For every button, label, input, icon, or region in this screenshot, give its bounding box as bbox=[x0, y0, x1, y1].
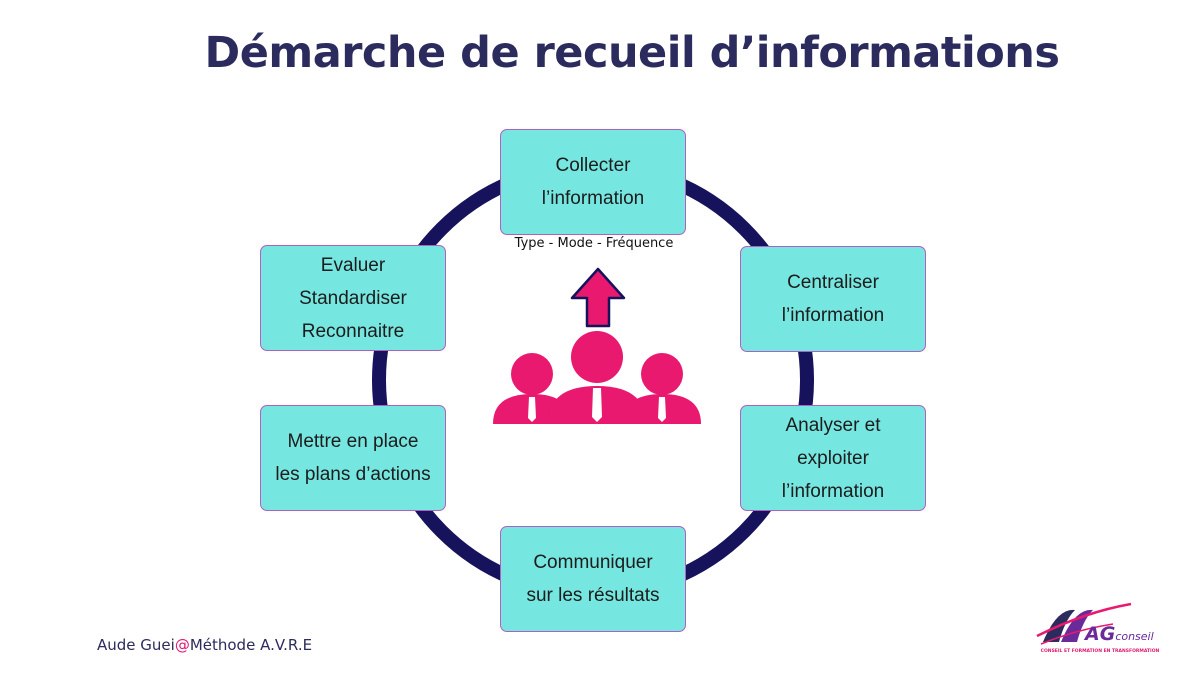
logo-wordmark: AGconseil bbox=[1085, 623, 1154, 645]
page-title: Démarche de recueil d’informations bbox=[204, 28, 1060, 78]
step-analyze: Analyser et exploiter l’information bbox=[740, 405, 926, 511]
step-line: Centraliser bbox=[787, 272, 879, 293]
step-line: les plans d’actions bbox=[275, 464, 431, 485]
step-action-plans: Mettre en place les plans d’actions bbox=[260, 405, 446, 511]
step-line: l’information bbox=[781, 305, 885, 326]
step-line: exploiter bbox=[797, 447, 869, 469]
step-line: sur les résultats bbox=[526, 585, 660, 606]
logo-tagline: CONSEIL ET FORMATION EN TRANSFORMATION bbox=[1040, 649, 1160, 654]
logo-ag: AG bbox=[1085, 623, 1116, 645]
logo-conseil: conseil bbox=[1115, 630, 1154, 643]
footer-at: @ bbox=[174, 636, 190, 654]
footer-author: Aude Guei bbox=[97, 636, 175, 654]
step-line: Mettre en place bbox=[287, 431, 419, 452]
step-line: Analyser et bbox=[785, 414, 881, 436]
step-collect: Collecter l’information bbox=[500, 129, 686, 235]
step-line: Standardiser bbox=[299, 287, 407, 309]
up-arrow-icon bbox=[570, 267, 626, 328]
step-communicate: Communiquer sur les résultats bbox=[500, 526, 686, 632]
step-line: Evaluer bbox=[320, 254, 386, 276]
footer-method: Méthode A.V.R.E bbox=[189, 636, 313, 654]
step-centralize: Centraliser l’information bbox=[740, 246, 926, 352]
collect-subtitle: Type - Mode - Fréquence bbox=[514, 236, 674, 251]
step-line: Reconnaitre bbox=[301, 320, 405, 342]
step-evaluate: Evaluer Standardiser Reconnaitre bbox=[260, 245, 446, 351]
step-line: Communiquer bbox=[533, 552, 653, 573]
footer-credit: Aude Guei@Méthode A.V.R.E bbox=[97, 636, 312, 654]
step-line: l’information bbox=[541, 188, 645, 209]
team-icon bbox=[493, 331, 701, 424]
ag-conseil-logo bbox=[1036, 602, 1132, 645]
step-line: l’information bbox=[781, 480, 885, 502]
step-line: Collecter bbox=[555, 155, 631, 176]
